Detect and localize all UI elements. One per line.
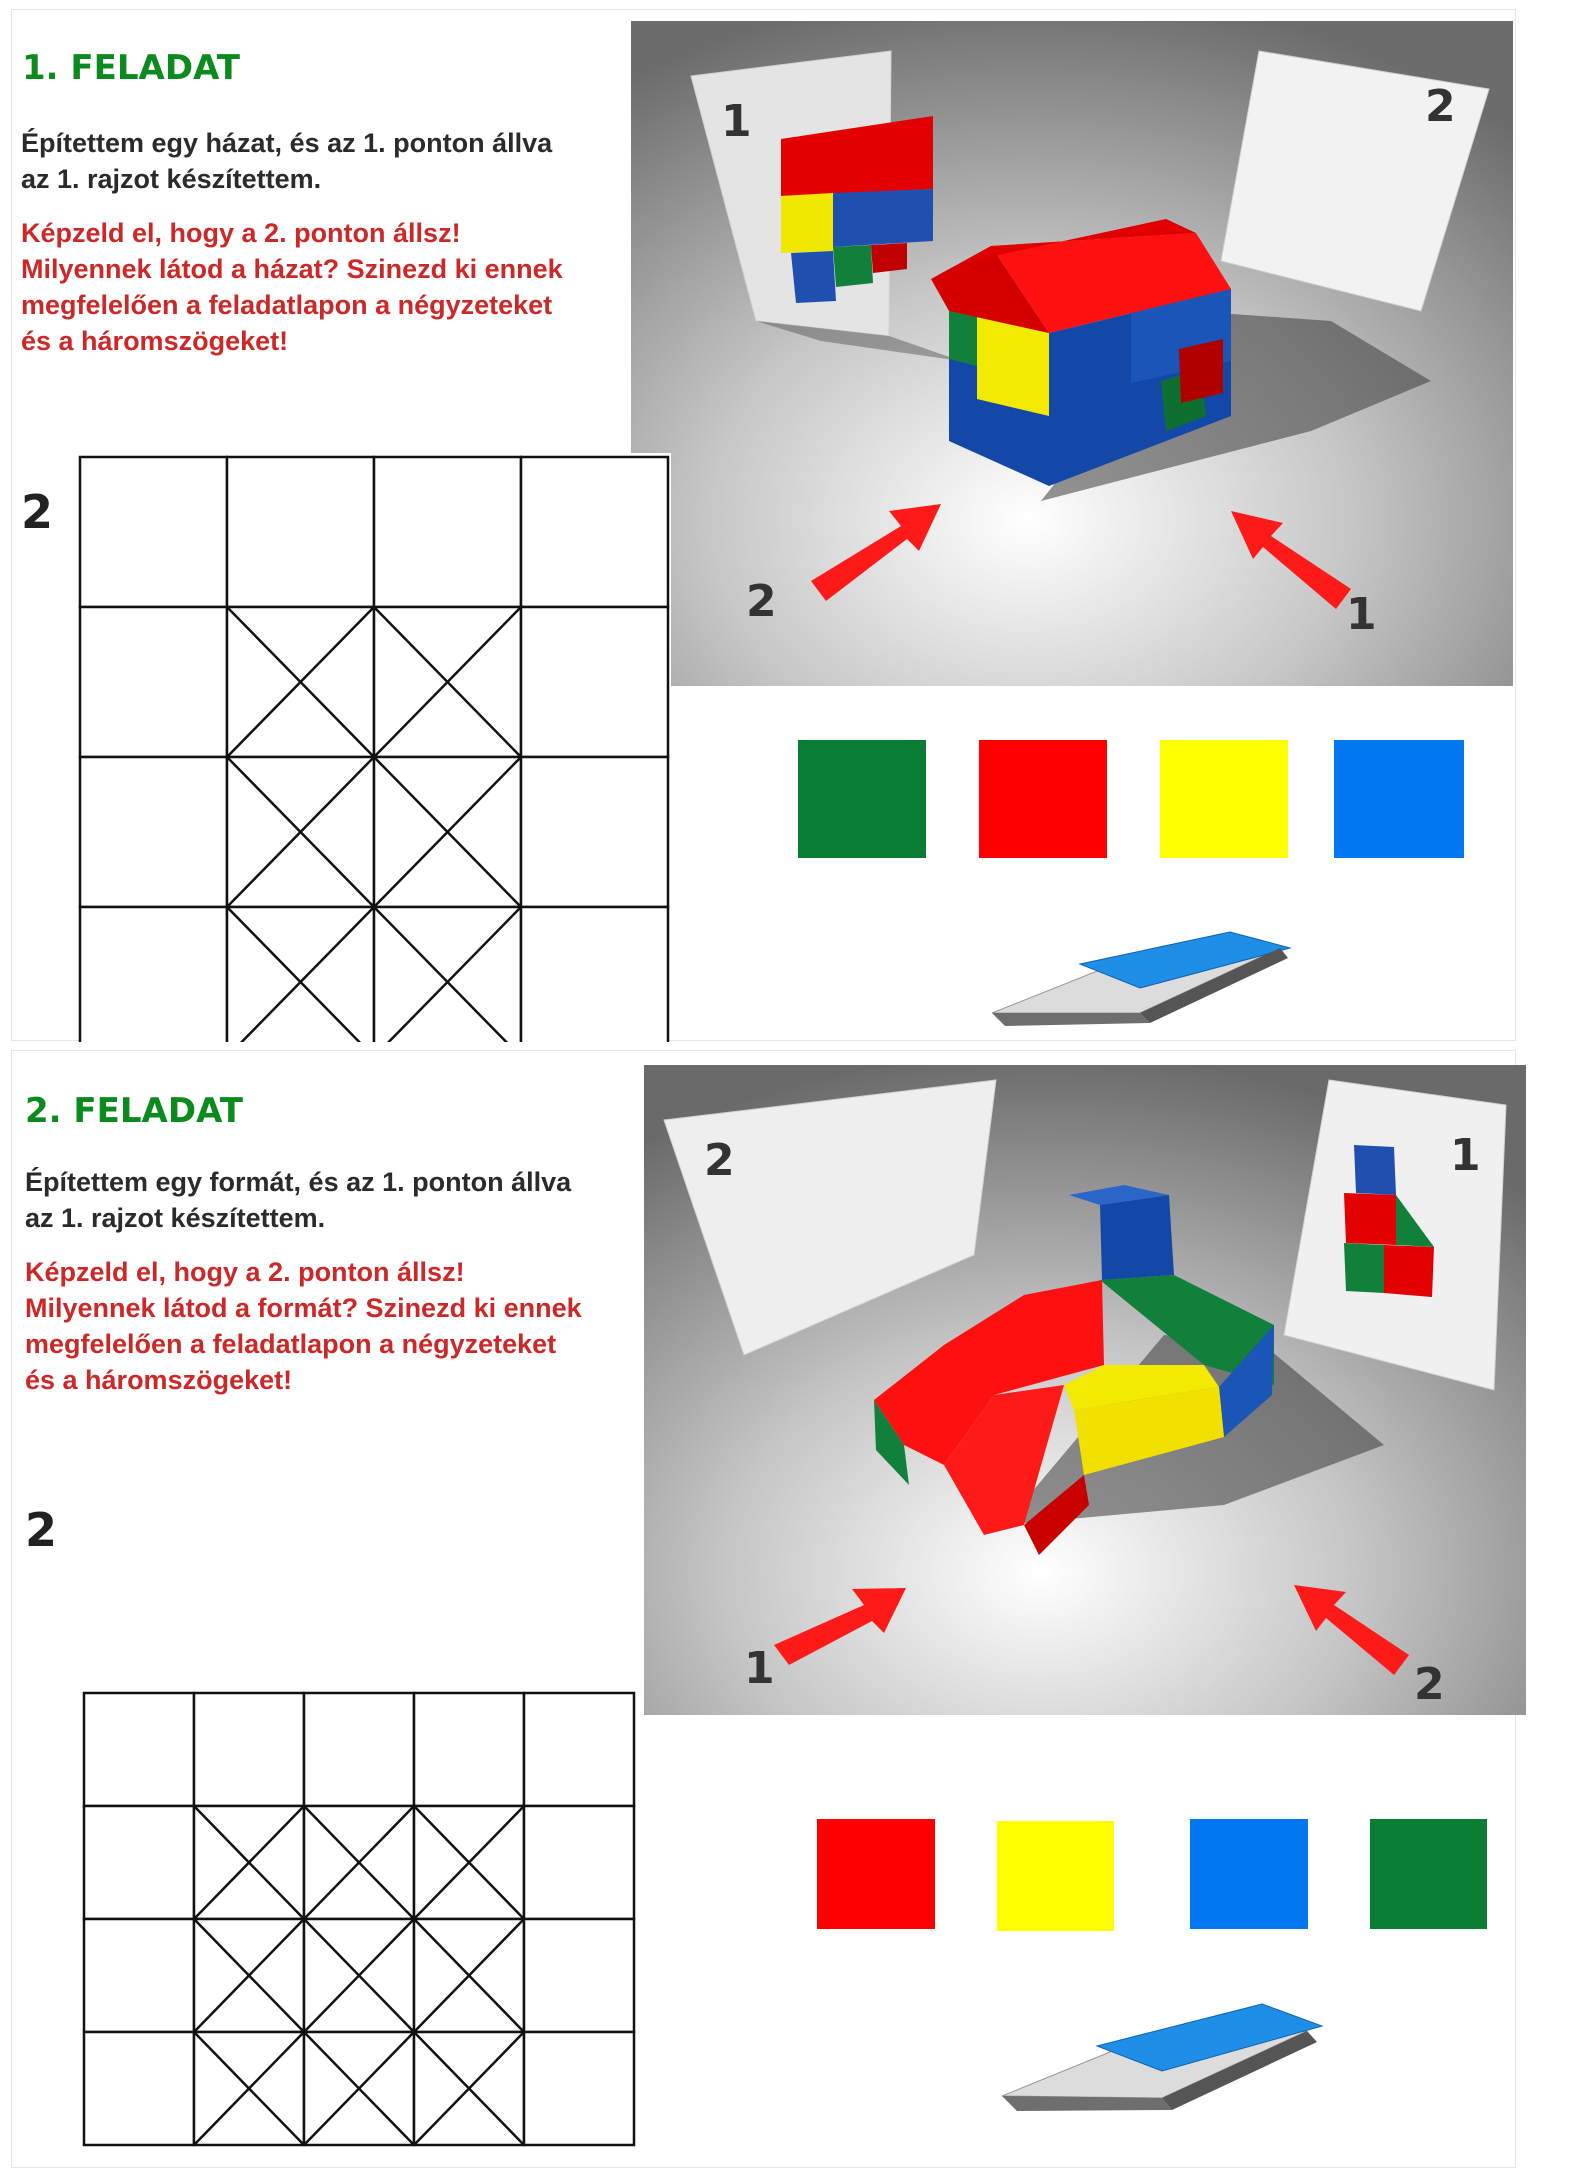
task-1-coloring-grid[interactable] — [78, 455, 672, 1042]
screen-1-label: 1 — [721, 96, 752, 147]
swatch-green[interactable] — [1370, 1819, 1487, 1929]
eraser-icon[interactable] — [980, 918, 1298, 1042]
screen-1-label: 1 — [1450, 1130, 1481, 1181]
grid-cell[interactable] — [522, 1691, 636, 1808]
arrow-icon — [774, 1588, 906, 1665]
swatch-green[interactable] — [798, 740, 926, 858]
task-1-title: 1. FELADAT — [22, 48, 240, 88]
grid-cell[interactable] — [82, 1917, 196, 2034]
task-2-title: 2. FELADAT — [25, 1091, 243, 1131]
arrow-icon — [811, 504, 941, 601]
grid-cell[interactable] — [302, 1691, 416, 1808]
swatch-red[interactable] — [979, 740, 1107, 858]
task-1-intro: Építettem egy házat, és az 1. ponton áll… — [21, 128, 553, 194]
task-1-instruction: Képzeld el, hogy a 2. ponton állsz! Mily… — [21, 218, 563, 356]
grid-triangle-divider — [239, 906, 375, 1042]
grid-cell[interactable] — [522, 1917, 636, 2034]
grid-triangle-divider — [373, 606, 522, 758]
grid-triangle-divider — [226, 756, 375, 908]
task-2-intro: Építettem egy formát, és az 1. ponton ál… — [25, 1167, 572, 1233]
grid-cell[interactable] — [372, 905, 523, 1042]
task-2-instruction: Képzeld el, hogy a 2. ponton állsz! Mily… — [25, 1257, 582, 1395]
grid-cell[interactable] — [519, 755, 670, 909]
grid-triangle-divider — [303, 1805, 415, 1920]
grid-cell[interactable] — [225, 455, 376, 609]
grid-cell[interactable] — [522, 1804, 636, 1921]
arrow-2-label: 2 — [746, 576, 777, 627]
screen-2-label: 2 — [704, 1135, 735, 1186]
grid-cell[interactable] — [522, 2030, 636, 2147]
task-1-scene-image: 1 2 2 1 — [631, 21, 1513, 686]
grid-cell[interactable] — [412, 1691, 526, 1808]
arrow-icon — [1294, 1585, 1409, 1675]
swatch-yellow[interactable] — [1160, 740, 1288, 858]
grid-cell[interactable] — [82, 2030, 196, 2147]
grid-triangle-divider — [193, 2031, 305, 2146]
grid-cell[interactable] — [519, 905, 670, 1042]
grid-cell[interactable] — [82, 1691, 196, 1808]
screen-2-label: 2 — [1425, 81, 1456, 132]
grid-cell[interactable] — [78, 755, 229, 909]
arrow-1-label: 1 — [744, 1643, 775, 1694]
grid-triangle-divider — [373, 756, 522, 908]
task-2-panel: 2. FELADAT Építettem egy formát, és az 1… — [11, 1050, 1526, 2168]
grid-triangle-divider — [413, 1805, 525, 1920]
grid-triangle-divider — [193, 1805, 305, 1920]
grid-cell[interactable] — [78, 905, 229, 1042]
grid-triangle-divider — [303, 2031, 415, 2146]
grid-cell[interactable] — [225, 905, 376, 1042]
task-1-panel: 1. FELADAT Építettem egy házat, és az 1.… — [11, 9, 1516, 1042]
grid-cell[interactable] — [82, 1804, 196, 1921]
arrow-icon — [1231, 511, 1351, 609]
grid-triangle-divider — [386, 906, 522, 1042]
grid-triangle-divider — [413, 1918, 525, 2033]
arrow-1-label: 1 — [1346, 589, 1377, 640]
task-2-scene-image: 2 1 1 2 — [644, 1065, 1526, 1715]
swatch-yellow[interactable] — [997, 1821, 1114, 1931]
grid-triangle-divider — [413, 2031, 525, 2146]
task-2-grid-label: 2 — [25, 1503, 58, 1557]
swatch-blue[interactable] — [1334, 740, 1464, 858]
grid-triangle-divider — [226, 606, 375, 758]
grid-cell[interactable] — [192, 1691, 306, 1808]
grid-cell[interactable] — [78, 605, 229, 759]
swatch-red[interactable] — [817, 1819, 935, 1929]
grid-triangle-divider — [193, 1918, 305, 2033]
task-1-grid-label: 2 — [21, 485, 54, 539]
eraser-icon[interactable] — [987, 1986, 1337, 2136]
task-2-coloring-grid[interactable] — [82, 1691, 638, 2149]
grid-triangle-divider — [303, 1918, 415, 2033]
grid-cell[interactable] — [78, 455, 229, 609]
swatch-blue[interactable] — [1190, 1819, 1308, 1929]
arrow-2-label: 2 — [1414, 1659, 1445, 1710]
grid-cell[interactable] — [372, 455, 523, 609]
grid-cell[interactable] — [519, 455, 670, 609]
grid-cell[interactable] — [519, 605, 670, 759]
